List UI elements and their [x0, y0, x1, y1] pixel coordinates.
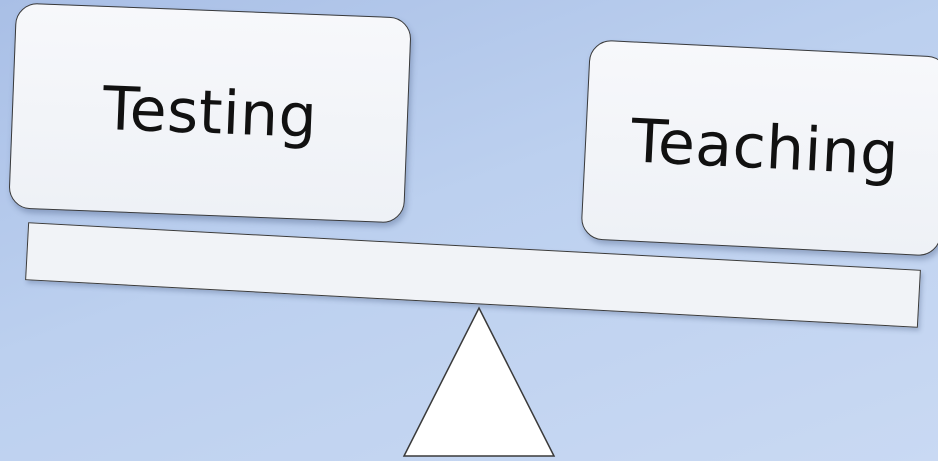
fulcrum-triangle	[402, 306, 556, 457]
testing-block: Testing	[8, 2, 412, 224]
teaching-block: Teaching	[580, 39, 938, 257]
testing-label: Testing	[101, 73, 319, 153]
teaching-label: Teaching	[629, 106, 901, 190]
